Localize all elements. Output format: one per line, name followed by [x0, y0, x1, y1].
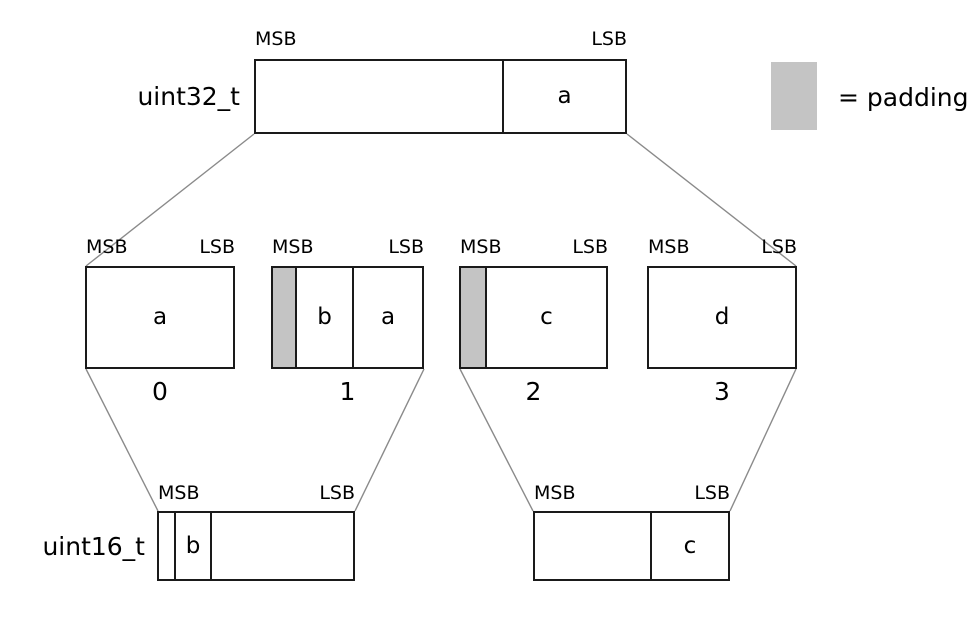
uint32-msb-label: MSB	[255, 28, 297, 50]
byte-box-2-index-label: 2	[525, 377, 542, 406]
byte-box-1-msb-label: MSB	[272, 236, 314, 258]
byte-box-3[interactable]: d	[647, 266, 797, 369]
byte-box-1-cell-a: a	[352, 268, 422, 367]
uint32-lsb-label: LSB	[591, 28, 627, 50]
byte-box-3-cell-d: d	[649, 268, 795, 367]
byte-box-0-cell-a: a	[87, 268, 233, 367]
byte-box-1-index-label: 1	[339, 377, 356, 406]
byte-box-1-cell-b: b	[295, 268, 352, 367]
uint32-type-label: uint32_t	[137, 82, 240, 111]
uint16-left-cell-b: b	[174, 513, 210, 579]
byte-box-2-cell-c: c	[485, 268, 606, 367]
uint16-right-cell-c: c	[650, 513, 728, 579]
uint16-left-msb-label: MSB	[158, 482, 200, 504]
byte-box-0-lsb-label: LSB	[199, 236, 235, 258]
byte-box-3-index-label: 3	[714, 377, 730, 406]
byte-box-0-index-label: 0	[152, 377, 168, 406]
byte-box-1[interactable]: b a	[271, 266, 424, 369]
uint16-right-cell-empty	[535, 513, 650, 579]
byte-box-2-cell-padding	[461, 268, 485, 367]
uint16-right-msb-label: MSB	[534, 482, 576, 504]
byte-box-0-msb-label: MSB	[86, 236, 128, 258]
padding-swatch	[771, 62, 817, 130]
uint32-cell-empty	[256, 61, 502, 132]
byte-box-0[interactable]: a	[85, 266, 235, 369]
uint16-left-lsb-label: LSB	[319, 482, 355, 504]
uint32-cell-a: a	[502, 61, 625, 132]
byte-box-2[interactable]: c	[459, 266, 608, 369]
byte-box-1-cell-padding	[273, 268, 295, 367]
uint16-type-label: uint16_t	[42, 532, 145, 561]
byte-box-1-lsb-label: LSB	[388, 236, 424, 258]
byte-box-2-msb-label: MSB	[460, 236, 502, 258]
uint32-box[interactable]: a	[254, 59, 627, 134]
uint16-left-cell-empty-1	[159, 513, 174, 579]
uint16-left-cell-empty-2	[210, 513, 353, 579]
uint16-box-left[interactable]: b	[157, 511, 355, 581]
uint16-right-lsb-label: LSB	[694, 482, 730, 504]
uint16-box-right[interactable]: c	[533, 511, 730, 581]
byte-box-3-msb-label: MSB	[648, 236, 690, 258]
byte-box-3-lsb-label: LSB	[761, 236, 797, 258]
legend-padding-text: = padding	[838, 83, 969, 112]
byte-box-2-lsb-label: LSB	[572, 236, 608, 258]
